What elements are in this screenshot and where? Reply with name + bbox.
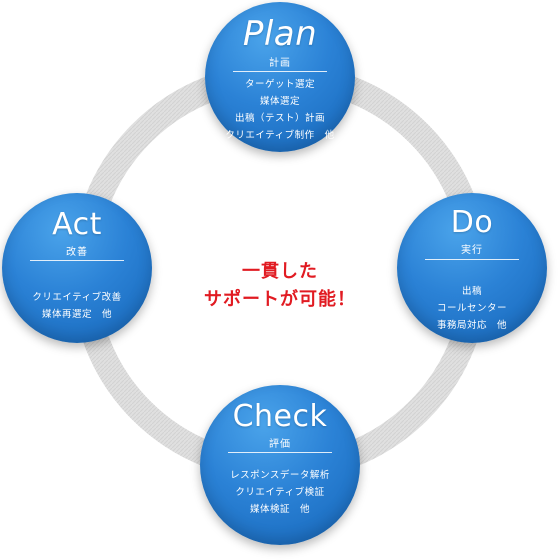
- check-item: クリエイティブ検証: [235, 487, 325, 498]
- center-message-line2: サポートが可能！: [204, 289, 356, 310]
- do-item: コールセンター: [436, 303, 507, 314]
- plan-item: ターゲット選定: [244, 79, 315, 90]
- do-subtitle: 実行: [461, 245, 483, 256]
- plan-subtitle: 計画: [269, 58, 291, 69]
- act-subtitle: 改善: [66, 247, 88, 258]
- act-item: 媒体再選定 他: [41, 309, 112, 320]
- do-divider: [425, 259, 519, 260]
- plan-item: 出稿（テスト）計画: [234, 113, 325, 124]
- do-node: Do 実行 出稿 コールセンター 事務局対応 他: [397, 193, 547, 343]
- check-item: 媒体検証 他: [249, 504, 310, 515]
- do-item: 事務局対応 他: [436, 320, 507, 331]
- act-divider: [30, 260, 124, 261]
- plan-items: ターゲット選定 媒体選定 出稿（テスト）計画 クリエイティブ制作 他: [205, 76, 355, 144]
- act-node: Act 改善 クリエイティブ改善 媒体再選定 他: [2, 193, 152, 343]
- act-items: クリエイティブ改善 媒体再選定 他: [2, 289, 152, 323]
- plan-divider: [233, 71, 327, 72]
- act-title: Act: [52, 207, 102, 242]
- check-items: レスポンスデータ解析 クリエイティブ検証 媒体検証 他: [200, 467, 360, 518]
- check-divider: [228, 452, 332, 453]
- check-node: Check 評価 レスポンスデータ解析 クリエイティブ検証 媒体検証 他: [200, 385, 360, 545]
- plan-item: 媒体選定: [259, 96, 300, 107]
- do-item: 出稿: [461, 286, 482, 297]
- plan-title: Plan: [242, 14, 318, 54]
- plan-item: クリエイティブ制作 他: [225, 130, 335, 141]
- check-title: Check: [232, 399, 328, 434]
- plan-node: Plan 計画 ターゲット選定 媒体選定 出稿（テスト）計画 クリエイティブ制作…: [205, 2, 355, 152]
- act-item: クリエイティブ改善: [32, 292, 122, 303]
- do-title: Do: [450, 205, 494, 240]
- do-items: 出稿 コールセンター 事務局対応 他: [397, 283, 547, 334]
- check-item: レスポンスデータ解析: [230, 470, 330, 481]
- check-subtitle: 評価: [269, 439, 291, 450]
- center-message-line1: 一貫した: [242, 261, 318, 282]
